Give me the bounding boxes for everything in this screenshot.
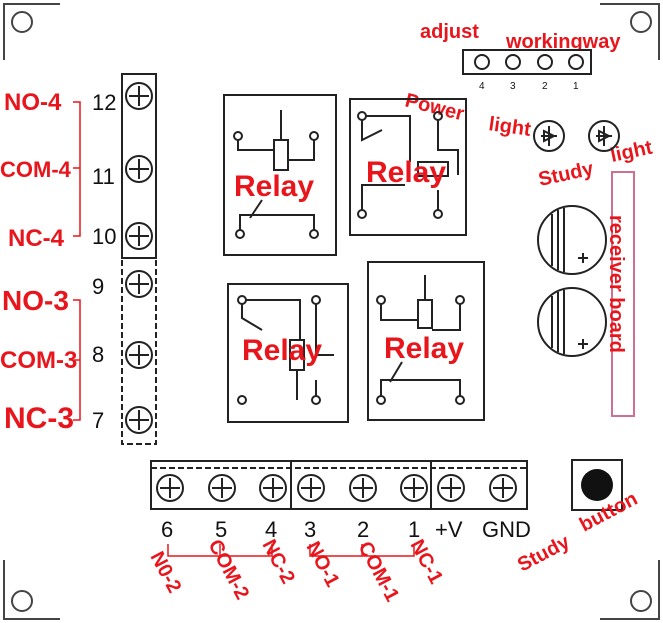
terminal-number-9: 9	[92, 274, 104, 299]
jumper-number-2: 2	[542, 81, 548, 92]
board-outline	[3, 3, 660, 620]
mount-hole-bottom-right	[630, 590, 652, 612]
buzzer-top-icon	[537, 205, 607, 275]
terminal-number-6: 6	[161, 517, 173, 542]
adjust-label: adjust	[420, 21, 479, 43]
jumper-pin-1[interactable]	[568, 54, 584, 70]
label-no-4: NO-4	[4, 89, 62, 116]
relay-module-top-left	[223, 94, 337, 256]
bottom-brackets	[167, 544, 415, 557]
jumper-number-1: 1	[573, 81, 579, 92]
receiver-board-outline	[611, 171, 635, 417]
study-button[interactable]	[571, 459, 623, 511]
power-label: Power	[403, 90, 467, 126]
label-nc-3: NC-3	[4, 402, 74, 435]
terminal-number-12: 12	[92, 90, 116, 115]
bottom-terminal-numbers: 6 5 4 3 2 1 +V GND	[161, 517, 531, 542]
terminal-screw-11[interactable]	[125, 155, 153, 183]
terminal-number-3: 3	[304, 517, 316, 542]
terminal-screw-12[interactable]	[125, 82, 153, 110]
terminal-number-10: 10	[92, 224, 116, 249]
terminal-screw-1[interactable]	[400, 474, 428, 502]
terminal-number-5: 5	[215, 517, 227, 542]
power-light-label: light	[487, 113, 532, 141]
jumper-pin-3[interactable]	[505, 54, 521, 70]
terminal-number-4: 4	[265, 517, 277, 542]
relay-label-3: Relay	[242, 334, 322, 367]
left-brackets	[73, 101, 81, 421]
terminal-plus-v: +V	[435, 517, 463, 542]
mount-hole-top-left	[11, 11, 33, 33]
bottom-terminal-block	[150, 460, 528, 510]
label-com-2: COM-2	[204, 536, 254, 603]
receiver-board-label: receiver board	[605, 215, 627, 353]
terminal-screw-5[interactable]	[208, 474, 236, 502]
relay-module-bottom-right	[367, 261, 485, 421]
terminal-number-1: 1	[408, 517, 420, 542]
terminal-number-8: 8	[92, 342, 104, 367]
terminal-screw-10[interactable]	[125, 222, 153, 250]
terminal-screw-7[interactable]	[125, 406, 153, 434]
terminal-screw-4[interactable]	[259, 474, 287, 502]
mount-hole-top-right	[630, 11, 652, 33]
study-label: Study	[536, 158, 596, 191]
label-no-1: NO-1	[302, 538, 344, 591]
label-com-3: COM-3	[0, 347, 77, 374]
working-way-label: workingway	[505, 31, 621, 53]
label-nc-4: NC-4	[8, 225, 65, 252]
terminal-screw-2[interactable]	[349, 474, 377, 502]
jumper-block[interactable]	[462, 49, 592, 75]
power-led-icon	[533, 120, 565, 152]
jumper-pin-4[interactable]	[474, 54, 490, 70]
label-nc-2: NC-2	[258, 536, 299, 588]
terminal-screw-plus-v[interactable]	[437, 474, 465, 502]
label-no-3: NO-3	[2, 285, 69, 316]
study-light-label: light	[608, 137, 654, 167]
terminal-screw-8[interactable]	[125, 341, 153, 369]
terminal-screw-6[interactable]	[156, 474, 184, 502]
terminal-gnd: GND	[482, 517, 531, 542]
jumper-number-3: 3	[510, 81, 516, 92]
relay-module-bottom-left	[227, 283, 349, 423]
jumper-number-4: 4	[479, 81, 485, 92]
label-com-4: COM-4	[0, 157, 72, 182]
relay-label-4: Relay	[384, 332, 464, 365]
mount-hole-bottom-left	[11, 590, 33, 612]
label-com-1: COM-1	[354, 538, 404, 605]
terminal-screw-3[interactable]	[297, 474, 325, 502]
left-terminal-numbers: 12 11 10 9 8 7	[92, 90, 116, 433]
bottom-screw-group	[156, 474, 517, 502]
terminal-number-7: 7	[92, 408, 104, 433]
terminal-number-11: 11	[92, 164, 115, 189]
relay-label-1: Relay	[234, 170, 314, 203]
relay-module-top-right	[349, 98, 467, 236]
terminal-screw-9[interactable]	[125, 270, 153, 298]
left-terminal-block	[121, 73, 157, 445]
terminal-number-2: 2	[357, 517, 369, 542]
jumper-pin-2[interactable]	[537, 54, 553, 70]
label-nc-1: NC-1	[406, 536, 447, 588]
relay-label-2: Relay	[366, 156, 446, 189]
buzzer-bottom-icon	[537, 287, 607, 357]
study-led-icon	[588, 120, 620, 152]
terminal-screw-gnd[interactable]	[489, 474, 517, 502]
left-screw-group	[125, 82, 153, 434]
